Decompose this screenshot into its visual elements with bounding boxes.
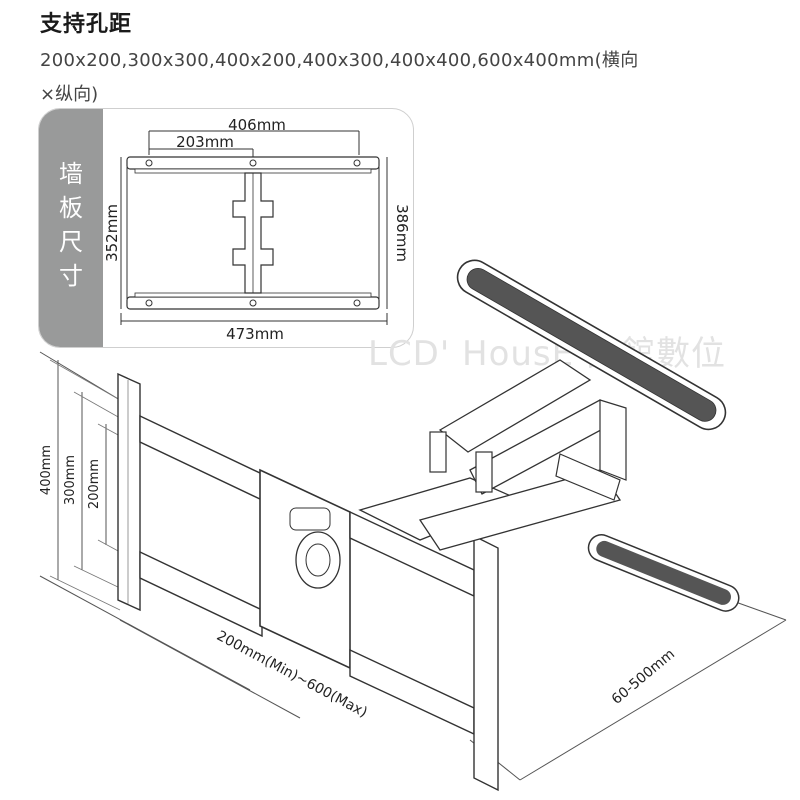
dim-top-inner-label: 203mm: [176, 133, 234, 151]
wall-plate-label-tab: 墙板尺寸: [39, 109, 103, 347]
watermark: LCD' HousE 晶館數位: [368, 334, 726, 374]
wall-plate-panel: 墙板尺寸 406mm 203mm 352mm 386mm: [38, 108, 414, 348]
dim-top-outer-label: 406mm: [228, 116, 286, 134]
dim-width-label: 200mm(Min)~600(Max): [214, 628, 370, 721]
wall-plate-label: 墙板尺寸: [59, 160, 83, 290]
page-title: 支持孔距: [40, 12, 133, 37]
dim-right-label: 386mm: [393, 204, 411, 262]
supported-sizes-line-2: ×纵向): [40, 84, 99, 105]
dim-200-label: 200mm: [87, 459, 102, 509]
dim-extension-label: 60-500mm: [609, 646, 678, 708]
supported-sizes-line-1: 200x200,300x300,400x200,400x300,400x400,…: [40, 50, 639, 71]
dim-bottom-label: 473mm: [226, 325, 284, 343]
dim-400-label: 400mm: [39, 445, 54, 495]
wall-plate-drawing: 406mm 203mm 352mm 386mm 473mm: [103, 116, 411, 343]
dim-left-label: 352mm: [103, 204, 121, 262]
dim-300-label: 300mm: [63, 455, 78, 505]
